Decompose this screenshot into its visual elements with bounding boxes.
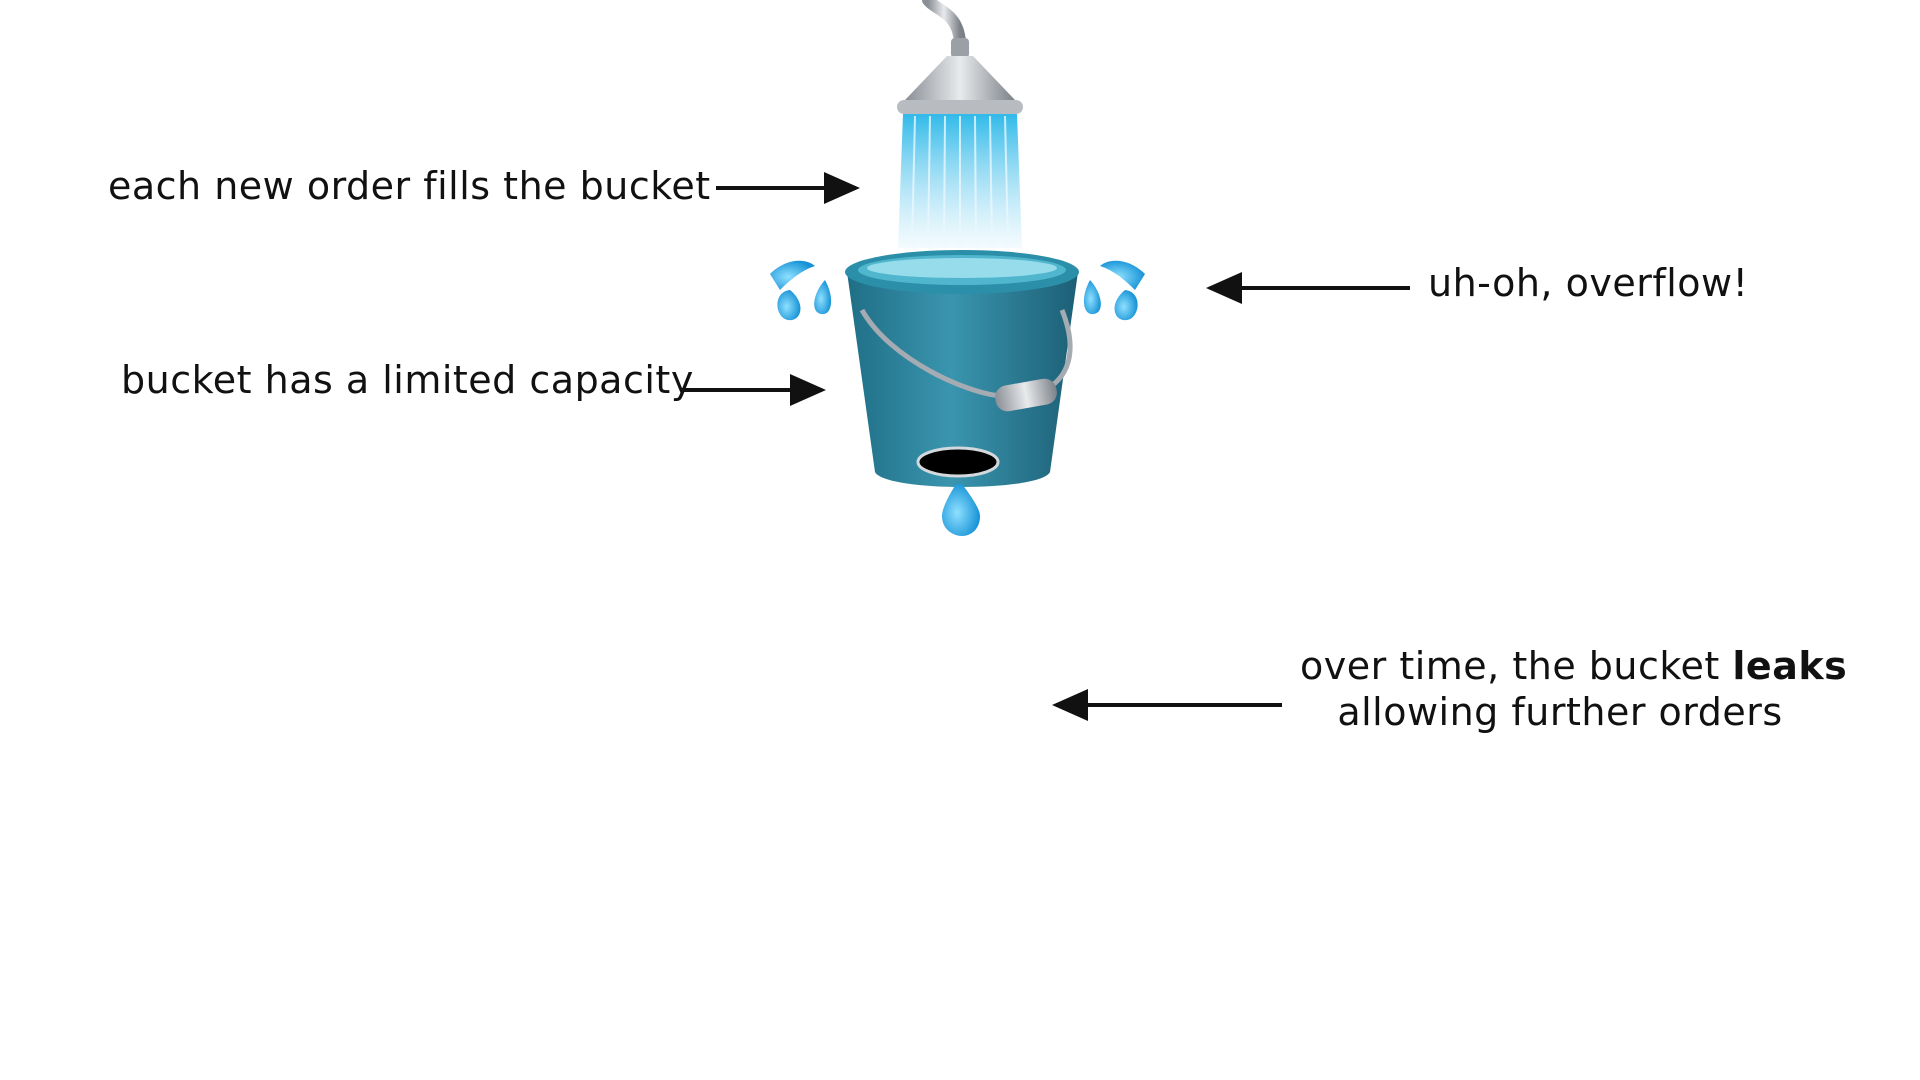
shower-head-icon — [897, 0, 1023, 114]
leak-annotation-line-1: over time, the bucket leaks — [1300, 644, 1847, 690]
bucket-icon — [845, 250, 1079, 487]
overflow-annotation: uh-oh, overflow! — [1428, 261, 1749, 305]
leak-annotation-line-2: allowing further orders — [1337, 689, 1783, 734]
water-drop-icon — [942, 484, 980, 536]
water-stream-icon — [898, 114, 1022, 248]
water-splash-icon — [770, 260, 832, 321]
capacity-annotation: bucket has a limited capacity — [121, 358, 694, 402]
fill-annotation: each new order fills the bucket — [108, 164, 711, 208]
leak-emphasis: leaks — [1732, 644, 1848, 688]
leak-annotation: over time, the bucket leaks allowing fur… — [1300, 644, 1847, 735]
water-splash-icon — [1083, 260, 1145, 321]
leak-annotation-text: over time, the bucket — [1300, 644, 1733, 688]
